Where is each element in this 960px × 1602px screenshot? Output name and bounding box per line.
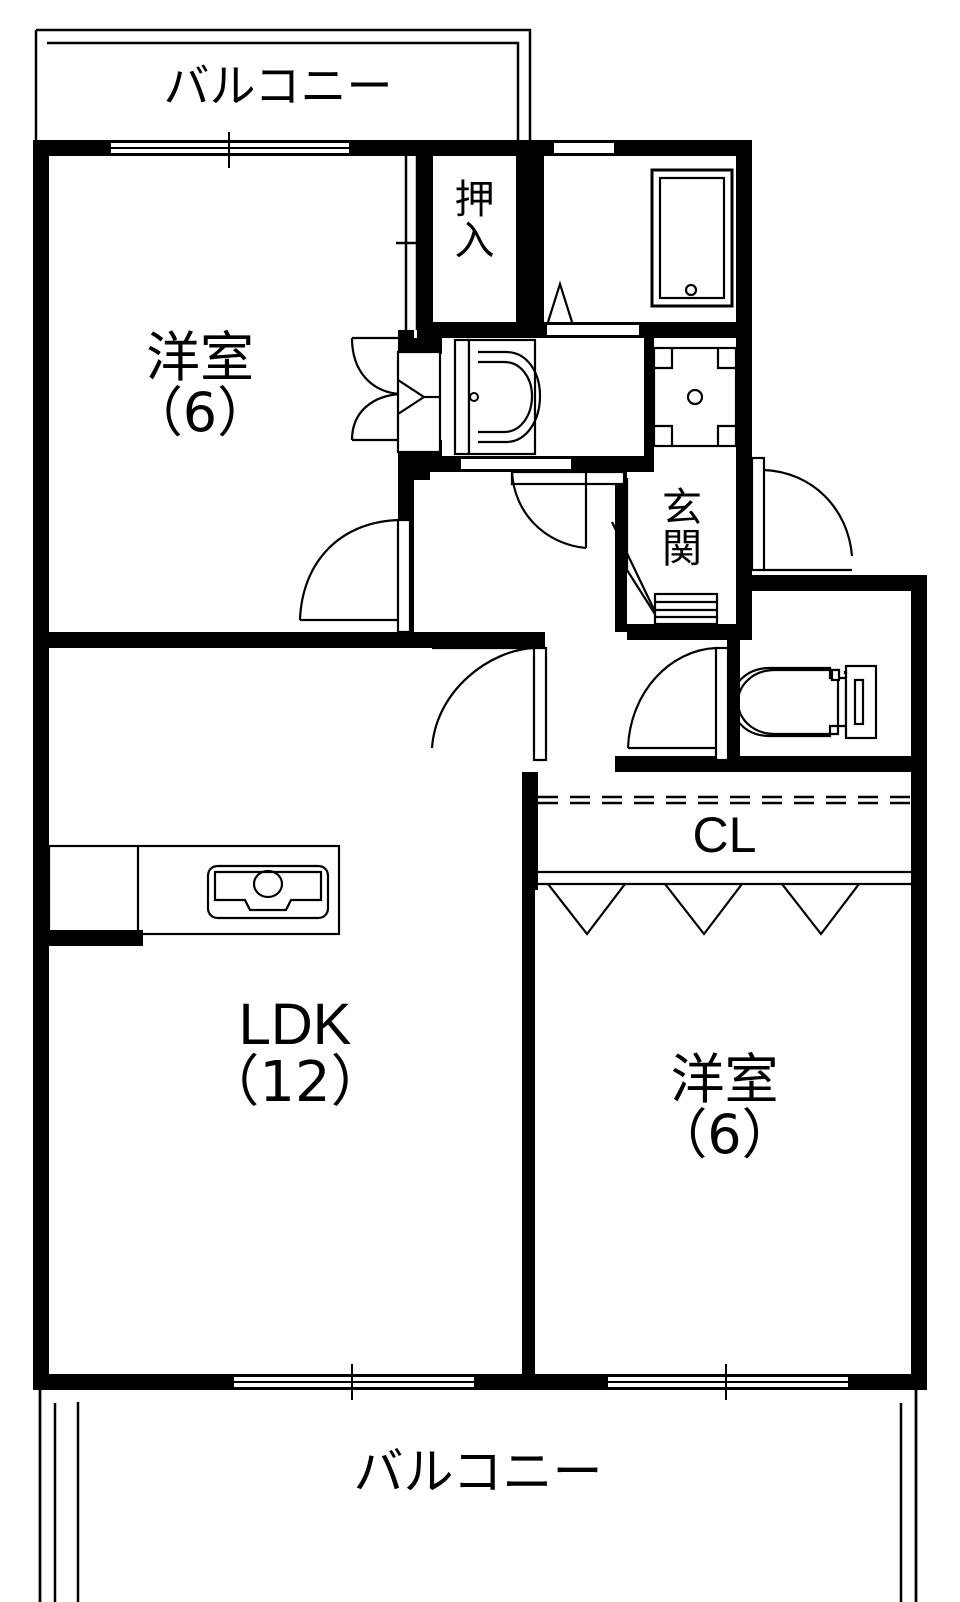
- ldk-label: LDK （12）: [100, 995, 490, 1111]
- kitchen-walls: [33, 930, 143, 946]
- ldk-size: （12）: [203, 1050, 387, 1116]
- toilet-door: [626, 646, 730, 762]
- bedroom-top-name: 洋室: [146, 326, 254, 389]
- washbasin-icon: [453, 338, 542, 456]
- entrance-line2: 関: [662, 525, 702, 572]
- ldk-name: LDK: [238, 992, 352, 1057]
- oshiire-line2: 入: [454, 217, 495, 264]
- sliding-window-top-bedroom: [109, 132, 351, 168]
- oshiire-box: [417, 140, 532, 338]
- washroom-door-panel: [459, 457, 573, 471]
- oshiire-line1: 押: [454, 177, 495, 223]
- oshiire-label: 押 入: [417, 180, 532, 262]
- washroom-swing-door: [510, 470, 626, 550]
- balcony-bottom: [38, 1390, 918, 1602]
- toilet-walls: [615, 640, 927, 772]
- kitchen: [47, 844, 341, 936]
- bedroom-top-label: 洋室 （6）: [0, 330, 400, 440]
- bathtub-icon: [650, 168, 734, 308]
- bedroom-top-swing-door: [298, 518, 412, 634]
- entrance-label: 玄 関: [627, 488, 737, 570]
- balcony-top-label: バルコニー: [163, 59, 393, 113]
- washroom: [440, 338, 738, 456]
- genkan-step: [611, 478, 719, 626]
- bathroom-door-panel: [545, 323, 641, 337]
- closet-folding-door: [350, 336, 401, 442]
- bedroom-top-size: （6）: [128, 381, 272, 445]
- sliding-window-ldk: [232, 1364, 476, 1400]
- balcony-bottom-label: バルコニー: [353, 1443, 603, 1501]
- cl-closet-label: CL: [692, 807, 757, 863]
- washing-machine-pan-icon: [652, 346, 738, 448]
- bedroom-bottom-label: 洋室 （6）: [538, 1052, 911, 1162]
- toilet-room: [730, 640, 911, 764]
- washroom-pocket-marks: [396, 350, 442, 454]
- entrance-door: [750, 456, 854, 572]
- cl-closet-walls: [522, 772, 538, 890]
- bedroom-bottom-left-wall: [522, 890, 535, 1380]
- bedroom-bottom-name: 洋室: [670, 1048, 779, 1111]
- bathroom: [540, 156, 736, 323]
- balcony-top: [34, 28, 532, 140]
- cl-closet: [538, 772, 911, 936]
- window-bath: [552, 141, 616, 155]
- entrance-line1: 玄: [662, 485, 702, 531]
- entrance-walls: [615, 456, 922, 640]
- kitchen-sink-icon: [206, 864, 330, 920]
- sliding-window-bedroom-bottom: [606, 1364, 850, 1400]
- ldk-swing-door: [430, 646, 548, 762]
- bedroom-bottom-size: （6）: [653, 1103, 796, 1167]
